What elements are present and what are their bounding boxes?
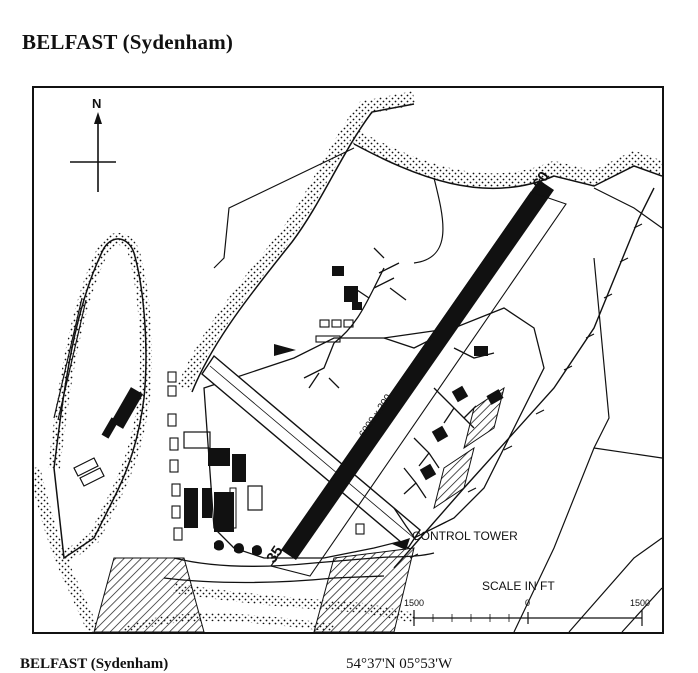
footer-caption: BELFAST (Sydenham) — [20, 656, 169, 672]
scale-bar: SCALE IN FT 1500 0 1500 — [404, 579, 650, 626]
main-runway-group — [270, 180, 567, 577]
left-shore-stipple — [34, 466, 100, 632]
scale-right-value: 1500 — [630, 598, 650, 608]
town-hatched-area — [93, 557, 205, 632]
hangar-row-left — [167, 371, 183, 541]
east-hatched-block — [433, 386, 505, 510]
field-boundary — [593, 187, 662, 229]
secondary-runway-centerline — [209, 365, 415, 539]
map-canvas: N — [34, 91, 662, 632]
control-tower-building — [355, 523, 365, 535]
peninsula-sheds — [73, 457, 105, 487]
runway-end-north: 05 — [528, 168, 551, 191]
runway-apron-outline — [270, 191, 567, 577]
peninsula-road-2 — [57, 299, 87, 421]
railway-line — [393, 187, 655, 569]
railway-ticks — [409, 223, 643, 559]
hangar-complex — [183, 431, 263, 532]
southern-buildings — [214, 540, 262, 556]
north-shore-edge — [353, 143, 662, 190]
north-shore-stipple — [350, 129, 662, 188]
airfield-map: N — [32, 86, 664, 634]
upper-buildings — [332, 266, 362, 310]
north-arrow-icon — [94, 112, 102, 124]
footer-coords: 54°37'N 05°53'W — [346, 656, 453, 672]
field-boundary — [593, 447, 662, 459]
scale-title: SCALE IN FT — [482, 579, 555, 593]
field-boundary — [513, 257, 610, 632]
river-channel-stipple — [173, 583, 415, 623]
page-title: BELFAST (Sydenham) — [22, 30, 234, 54]
field-boundary — [568, 537, 662, 632]
peninsula-building — [101, 417, 119, 439]
airfield-perimeter — [203, 307, 545, 559]
scale-center-value: 0 — [525, 598, 530, 608]
south-edge-stipple — [122, 613, 335, 632]
field-boundary — [213, 147, 355, 269]
north-label: N — [92, 96, 101, 111]
main-runway — [281, 180, 554, 560]
peninsula-stipple — [48, 233, 152, 563]
control-tower-label: CONTROL TOWER — [412, 529, 518, 543]
upper-small-sheds — [315, 319, 354, 343]
field-boundary — [413, 177, 444, 264]
runway-end-south: 35 — [263, 543, 286, 566]
coastline-edge — [191, 103, 415, 393]
wind-direction-indicator — [274, 344, 296, 356]
control-tower-marker — [392, 538, 410, 550]
peninsula-road — [53, 297, 83, 419]
coastline-shore — [177, 91, 416, 391]
peninsula-building — [110, 387, 144, 429]
scale-left-value: 1500 — [404, 598, 424, 608]
